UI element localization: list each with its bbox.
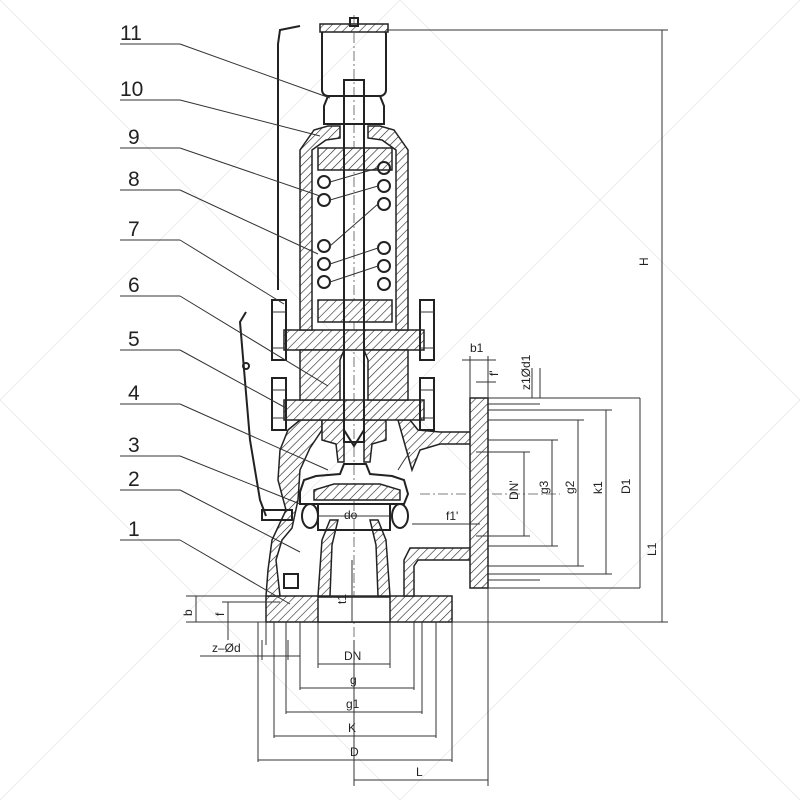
part-number-5: 5 <box>128 328 140 351</box>
dim-DN-prime: DN' <box>507 480 521 500</box>
spring <box>317 147 393 323</box>
body-flange <box>283 399 425 421</box>
dim-L1: L1 <box>645 542 659 556</box>
dimension-lines <box>186 29 668 786</box>
nozzle <box>317 519 339 597</box>
dim-z-d: z–Ød <box>212 641 241 655</box>
dim-g2: g2 <box>563 480 577 494</box>
part-number-2: 2 <box>128 468 140 491</box>
dim-DN: DN <box>344 649 361 663</box>
dim-do: do <box>344 508 358 522</box>
dim-f-prime: f' <box>487 370 501 376</box>
dim-L: L <box>416 765 423 779</box>
dimension-label-group: H L1 D1 k1 g2 g3 DN' f1' b1 f' z1Ød1 do … <box>181 257 659 779</box>
dim-b1: b1 <box>470 341 484 355</box>
dim-D: D <box>350 745 359 759</box>
part-number-1: 1 <box>128 518 140 541</box>
outlet-flange <box>469 397 489 589</box>
dim-b: b <box>181 609 195 616</box>
dim-g1: g1 <box>346 697 360 711</box>
valve-body <box>238 15 640 645</box>
dim-f: f <box>213 612 227 616</box>
dim-K: K <box>348 721 356 735</box>
part-number-6: 6 <box>128 274 140 297</box>
spindle <box>343 79 365 443</box>
part-number-8: 8 <box>128 168 140 191</box>
dim-z1-d1: z1Ød1 <box>519 354 533 390</box>
part-number-3: 3 <box>128 434 140 457</box>
part-number-9: 9 <box>128 126 140 149</box>
guide <box>321 419 345 463</box>
part-number-labels: 11 10 9 8 7 6 5 4 3 2 1 <box>120 22 143 541</box>
dim-H: H <box>637 257 651 266</box>
dim-g: g <box>350 673 357 687</box>
dim-t1: t1 <box>335 594 349 604</box>
part-number-10: 10 <box>120 78 143 101</box>
dim-D1: D1 <box>619 478 633 494</box>
dim-f1-prime: f1' <box>446 509 458 523</box>
part-number-7: 7 <box>128 218 140 241</box>
disc <box>299 463 410 505</box>
leader-lines <box>120 43 331 605</box>
bonnet <box>299 125 341 331</box>
dim-k1: k1 <box>591 481 605 494</box>
dim-g3: g3 <box>537 480 551 494</box>
part-number-4: 4 <box>128 382 140 405</box>
bolts <box>271 299 435 431</box>
part-number-11: 11 <box>120 22 142 45</box>
lever <box>277 25 301 290</box>
